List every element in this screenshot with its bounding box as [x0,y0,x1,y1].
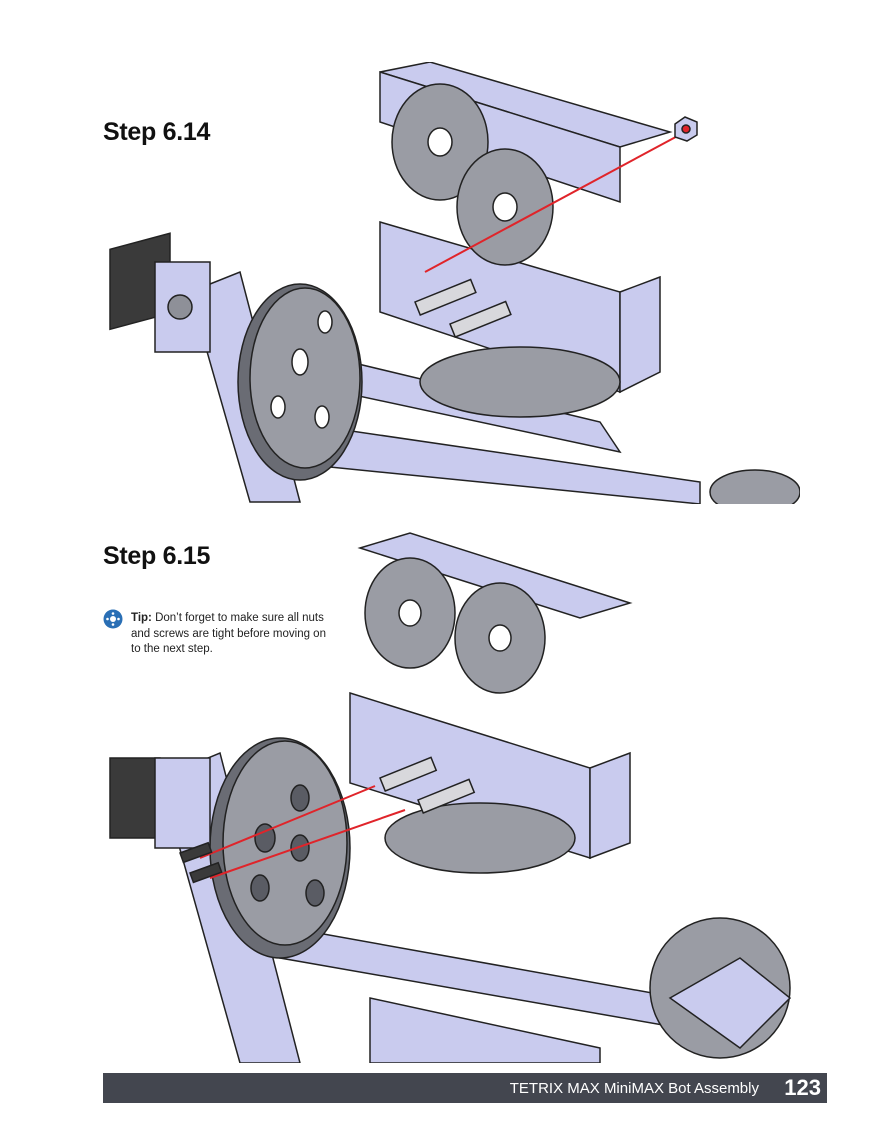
tip-body: Don’t forget to make sure all nuts and s… [131,612,326,655]
tip-icon [103,609,123,629]
step-6-15-illustration [109,532,792,1063]
footer-title: TETRIX MAX MiniMAX Bot Assembly [509,1080,759,1097]
wheel [649,917,792,1059]
wheel [709,469,800,504]
page-number: 123 [784,1075,821,1100]
assembly-arrows [199,785,406,879]
page-footer: TETRIX MAX MiniMAX Bot Assembly 123 [103,1073,827,1103]
motor [109,757,211,849]
tip-label: Tip: [131,612,152,624]
tip-text: Tip: Don’t forget to make sure all nuts … [131,611,331,658]
step-title: Step 6.15 [103,542,211,570]
step-title: Step 6.14 [103,118,211,146]
assembly-arrow [424,131,686,273]
channel-gears [364,557,576,874]
step-6-14-illustration [109,62,800,504]
motor [109,232,211,353]
standoffs [414,278,512,338]
channel-gears [391,83,621,418]
large-gear [209,737,351,959]
hex-nut [674,116,698,142]
large-gear [237,283,363,481]
screws [179,841,223,884]
standoffs [379,756,476,814]
